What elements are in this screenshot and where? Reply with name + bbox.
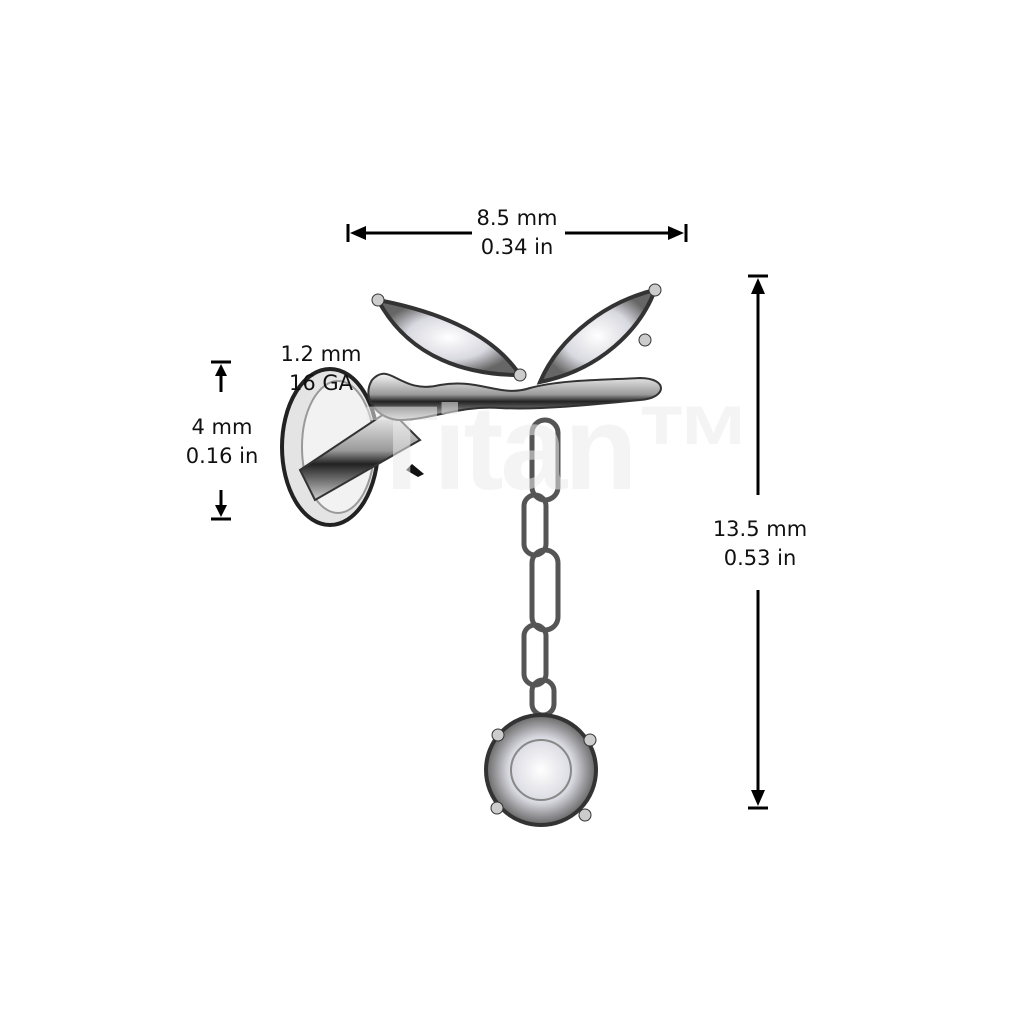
- height-in: 0.53 in: [723, 546, 797, 570]
- gauge-label: 1.2 mm 16 GA: [266, 340, 376, 398]
- disc-arrow: [211, 360, 231, 521]
- gauge-mm: 1.2 mm: [280, 342, 362, 366]
- watermark: Titan™: [365, 381, 754, 515]
- height-label: 13.5 mm 0.53 in: [700, 515, 820, 573]
- width-mm: 8.5 mm: [476, 206, 558, 230]
- marquise-gem-right: [536, 283, 662, 385]
- disc-in: 0.16 in: [185, 444, 259, 468]
- height-arrow: [748, 274, 768, 810]
- width-arrow: [346, 224, 688, 242]
- disc-label: 4 mm 0.16 in: [172, 413, 272, 471]
- height-mm: 13.5 mm: [712, 517, 808, 541]
- disc-mm: 4 mm: [191, 415, 253, 439]
- gauge-ga: 16 GA: [288, 371, 354, 395]
- marquise-gem-left: [371, 293, 527, 382]
- width-label: 8.5 mm 0.34 in: [460, 204, 574, 262]
- chain: [521, 417, 561, 718]
- width-in: 0.34 in: [480, 235, 554, 259]
- flat-back-disc: [280, 367, 422, 527]
- leaf-branch: [367, 372, 662, 422]
- round-gem-pendant: [484, 713, 598, 827]
